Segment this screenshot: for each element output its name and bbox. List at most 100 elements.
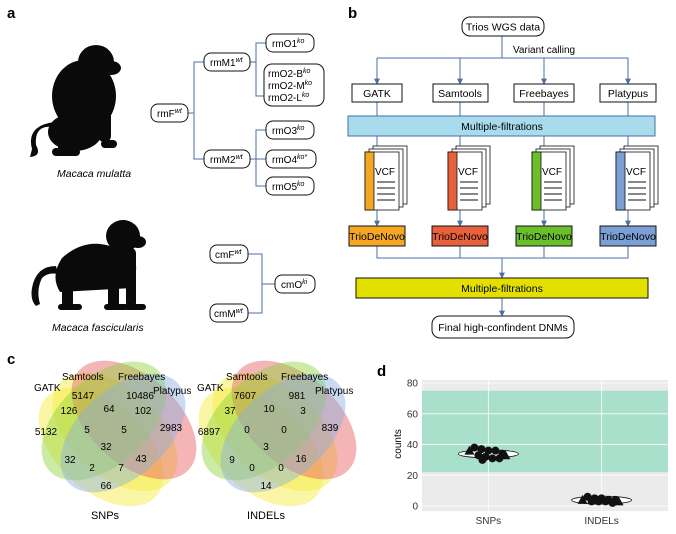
range-band [422,390,668,473]
svg-text:VCF: VCF [375,167,395,178]
svg-text:VCF: VCF [626,167,646,178]
triodenovo-freebayes: TrioDeNovo [515,225,573,247]
venn-indel-gatk-only: 6897 [198,427,221,438]
caller-samtools: Samtools [432,83,489,103]
node-cmF: cmFwt [209,244,249,264]
triodenovo-gatk: TrioDeNovo [348,225,406,247]
venn-indel-samtools-freebayes-platypus: 0 [281,425,287,436]
venn-snp-gatk-freebayes: 32 [64,455,76,466]
venn-indel-all: 3 [263,442,269,453]
macaque-fascicularis-silhouette [31,220,146,310]
venn-snp-all: 32 [100,442,112,453]
data-point-circle [477,445,486,454]
data-point-triangle [577,494,588,504]
panel-label-a: a [7,5,16,22]
venn-indel-set-freebayes: Freebayes [281,372,328,383]
rhesus-pedigree-lines [188,42,266,187]
svg-text:rmO4ko*: rmO4ko* [272,154,307,166]
venn-snp-samtools-only: 5147 [72,391,95,402]
svg-text:TrioDeNovo: TrioDeNovo [432,231,488,243]
node-rmO4: rmO4ko* [265,149,317,169]
venn-snp-set-platypus: Platypus [153,386,191,397]
svg-text:rmO3ko: rmO3ko [272,125,305,137]
svg-text:cmMwt: cmMwt [214,308,244,320]
y-tick-label: 40 [407,440,419,451]
venn-snp-title: SNPs [91,510,120,522]
data-point-circle [587,497,596,506]
venn-snp-samtools-freebayes-platypus: 5 [121,425,127,436]
svg-text:rmFwt: rmFwt [157,108,183,120]
triodenovo-platypus: TrioDeNovo [599,225,657,247]
venn-snp-ellipses [38,360,197,507]
svg-text:rmO2-Mko: rmO2-Mko [268,80,312,92]
venn-snp-gatk-platypus: 66 [100,481,112,492]
svg-text:rmO2-Bko: rmO2-Bko [268,68,311,80]
venn-snp-set-gatk: GATK [34,383,61,394]
svg-text:Freebayes: Freebayes [519,88,569,100]
y-tick-label: 20 [407,471,419,482]
svg-text:rmO1ko: rmO1ko [272,38,305,50]
svg-text:TrioDeNovo: TrioDeNovo [600,231,656,243]
svg-text:VCF: VCF [458,167,478,178]
svg-text:rmO5ko: rmO5ko [272,181,305,193]
venn-indel-gatk-freebayes: 9 [229,455,235,466]
svg-text:cmOki: cmOki [281,279,308,291]
svg-text:Platypus: Platypus [608,88,648,100]
venn-indel-ellipses [198,360,357,507]
venn-snp-samtools-freebayes: 64 [103,404,115,415]
svg-text:Trios WGS data: Trios WGS data [466,22,540,34]
venn-indel-gatk-samtools-platypus: 0 [278,463,284,474]
venn-indel-freebayes-platypus: 3 [300,406,306,417]
node-cmO: cmOki [274,274,316,294]
data-point-triangle [500,450,511,460]
venn-indel-set-platypus: Platypus [315,386,353,397]
venn-indel-set-gatk: GATK [197,383,224,394]
panel-label-c: c [7,351,15,368]
venn-snp-platypus-only: 2983 [160,423,183,434]
data-point-circle [594,497,603,506]
panel-c: c GATK Samtools Freebayes Platypus 5132 … [7,351,357,522]
species-label-fascicularis: Macaca fascicularis [52,322,144,334]
data-point-circle [601,497,610,506]
svg-text:Samtools: Samtools [438,88,482,100]
triodenovo-samtools: TrioDeNovo [431,225,489,247]
venn-snp-freebayes-platypus: 102 [135,406,152,417]
species-label-mulatta: Macaca mulatta [57,168,131,180]
output-final-dnms: Final high-confindent DNMs [431,315,575,339]
venn-indel-gatk-samtools-freebayes: 0 [244,425,250,436]
venn-indel-gatk-platypus: 14 [260,481,272,492]
y-tick-label: 80 [407,379,419,390]
venn-snp-gatk-samtools: 126 [61,406,78,417]
caller-freebayes: Freebayes [513,83,575,103]
venn-indel-gatk-freebayes-platypus: 0 [249,463,255,474]
y-tick-label: 60 [407,409,419,420]
y-axis-title: counts [393,429,404,458]
svg-text:cmFwt: cmFwt [215,249,243,261]
svg-text:Multiple-filtrations: Multiple-filtrations [461,283,543,295]
venn-snp: GATK Samtools Freebayes Platypus 5132 51… [34,360,197,522]
node-rmM1: rmM1wt [203,52,251,72]
cyno-pedigree-lines [248,253,275,314]
venn-snp-gatk-freebayes-platypus: 2 [89,463,95,474]
filter-bar-2: Multiple-filtrations [355,277,649,299]
venn-indel-samtools-only: 7607 [234,391,257,402]
data-point-circle [488,454,497,463]
caller-platypus: Platypus [599,83,657,103]
node-rmF: rmFwt [150,103,189,123]
data-point-circle [484,446,493,455]
data-point-triangle [464,445,475,455]
vcf-stack-freebayes: VCF [531,145,575,211]
venn-indel-gatk-samtools: 37 [224,406,236,417]
vcf-stack-platypus: VCF [615,145,659,211]
venn-indel: GATK Samtools Freebayes Platypus 6897 76… [197,360,357,522]
venn-snp-gatk-samtools-platypus: 7 [118,463,124,474]
svg-text:rmM1wt: rmM1wt [210,57,244,69]
panel-a: a Macaca mulatta Macaca fas [7,5,325,334]
node-rmO2-group: rmO2-Bko rmO2-Mko rmO2-Lko [263,63,325,107]
workflow-connectors [374,36,631,317]
panel-label-d: d [377,363,386,380]
filter-bar-1: Multiple-filtrations [347,115,656,137]
venn-indel-title: INDELs [247,510,285,522]
node-cmM: cmMwt [209,303,249,323]
